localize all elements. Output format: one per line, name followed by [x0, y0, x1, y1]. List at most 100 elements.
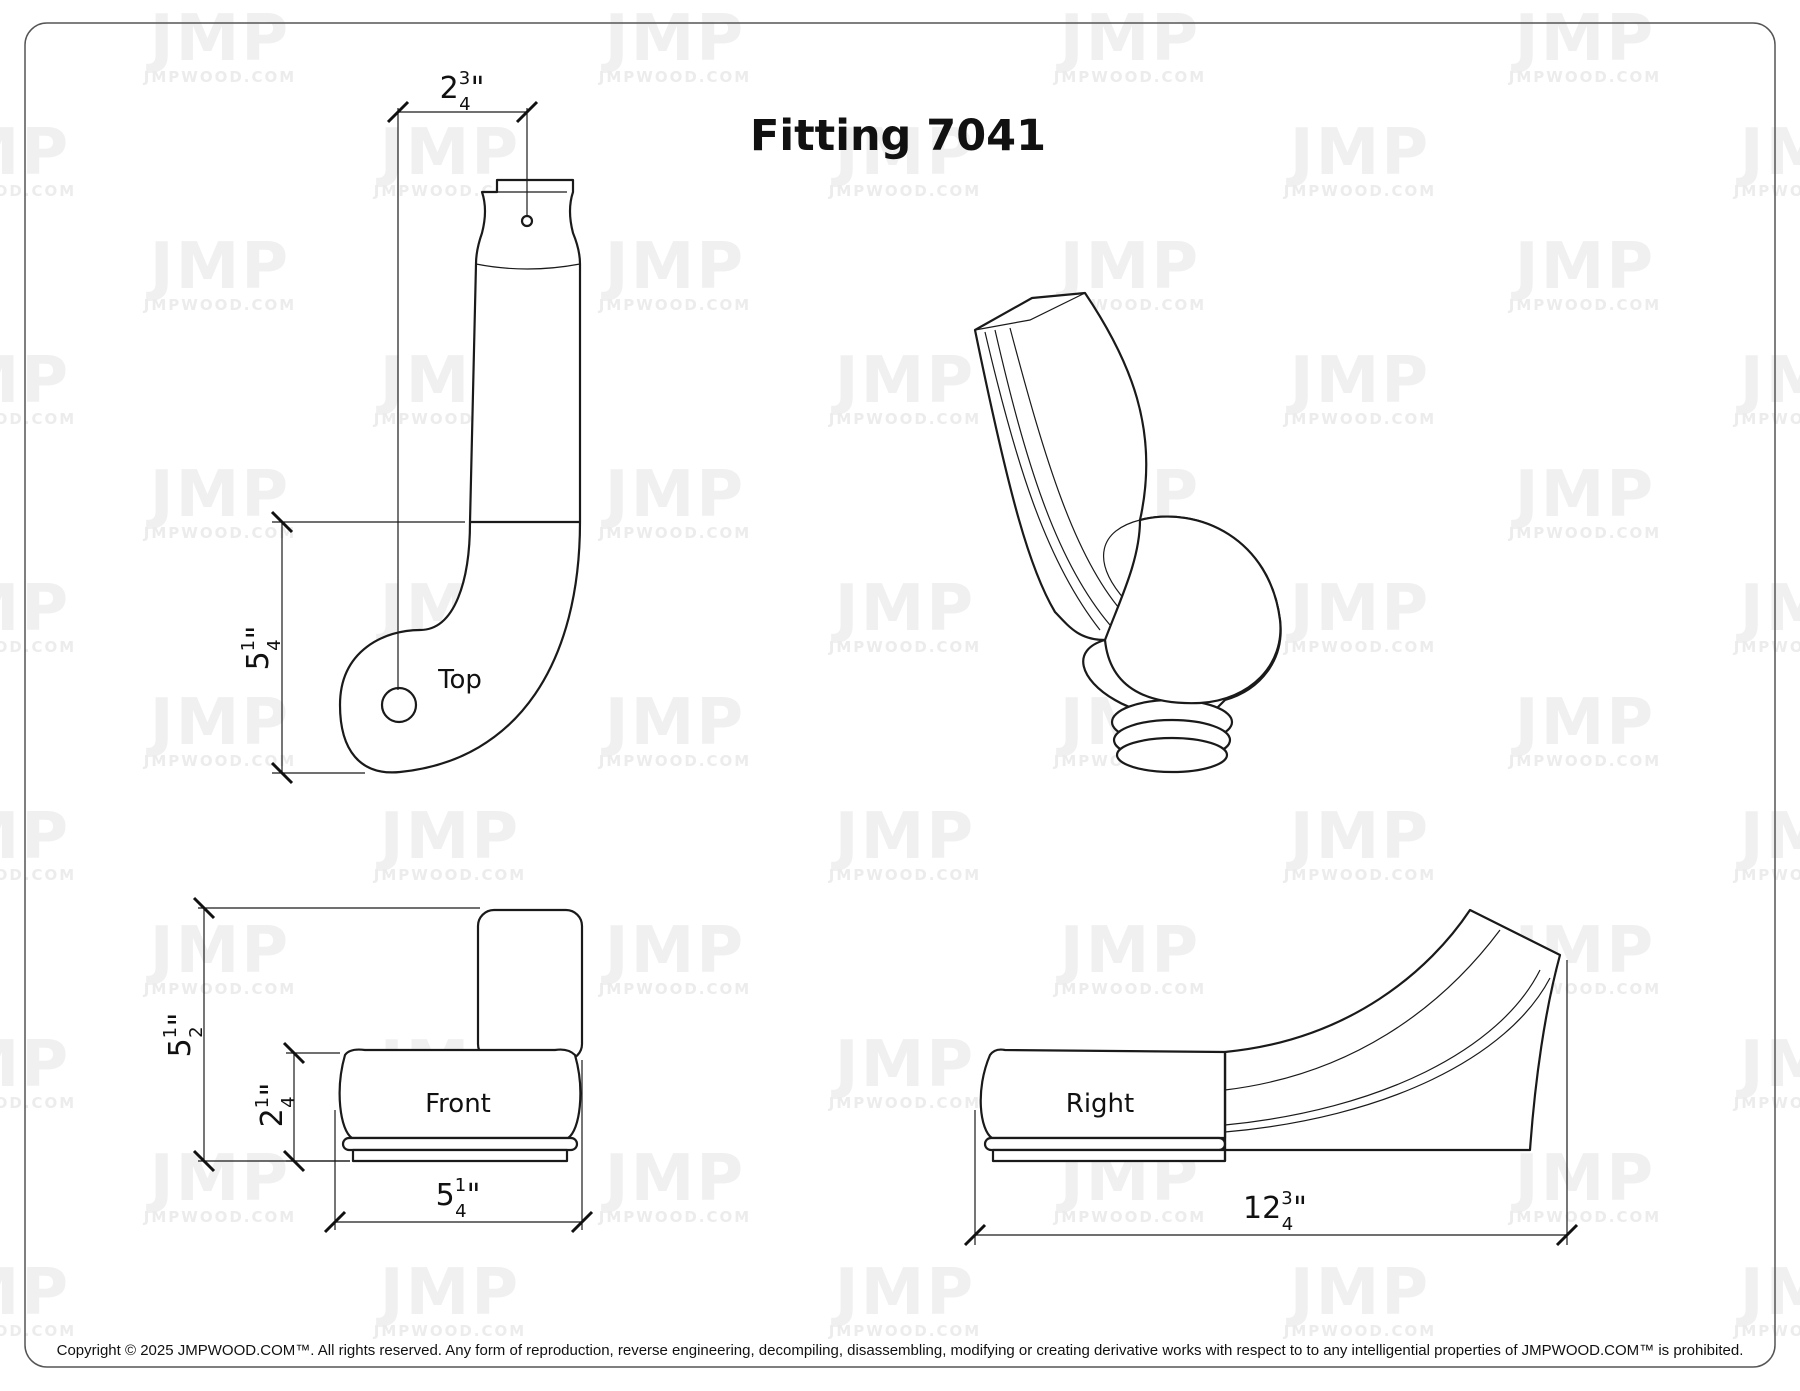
dim-denominator: 4 — [278, 1096, 299, 1107]
watermark-logo: JMP — [1286, 800, 1430, 874]
watermark-url: JMPWOOD.COM — [598, 980, 751, 998]
watermark-logo: JMP — [376, 1256, 520, 1330]
dim-whole: 2 — [440, 71, 459, 106]
iso-rail-groove — [994, 329, 1111, 626]
watermark-logo: JMP — [1056, 2, 1200, 76]
watermark-url: JMPWOOD.COM — [828, 638, 981, 656]
copyright-notice: Copyright © 2025 JMPWOOD.COM™. All right… — [57, 1342, 1744, 1359]
watermark-logo: JMP — [831, 800, 975, 874]
dim-unit: " — [241, 626, 276, 640]
watermark-url: JMPWOOD.COM — [1733, 182, 1800, 200]
watermark-logo: JMP — [1736, 1256, 1800, 1330]
watermark-logo: JMP — [1511, 230, 1655, 304]
watermark-logo: JMP — [601, 458, 745, 532]
watermark-url: JMPWOOD.COM — [143, 1208, 296, 1226]
top-view-label: Top — [437, 665, 482, 695]
watermark-logo: JMP — [1736, 1028, 1800, 1102]
watermark-logo: JMP — [831, 344, 975, 418]
watermark-logo: JMP — [1736, 572, 1800, 646]
watermark-url: JMPWOOD.COM — [1733, 1322, 1800, 1340]
right-view-base-molding — [983, 1136, 1227, 1152]
watermark-url: JMPWOOD.COM — [598, 752, 751, 770]
watermark-url: JMPWOOD.COM — [1283, 1322, 1436, 1340]
watermark-url: JMPWOOD.COM — [0, 638, 76, 656]
watermark-url: JMPWOOD.COM — [143, 296, 296, 314]
watermark-url: JMPWOOD.COM — [1733, 638, 1800, 656]
watermark-url: JMPWOOD.COM — [143, 980, 296, 998]
dimension-tick — [282, 1041, 306, 1065]
front-view-base — [351, 1148, 569, 1163]
watermark-url: JMPWOOD.COM — [1053, 980, 1206, 998]
front-view-label: Front — [425, 1089, 491, 1119]
dim-denominator: 2 — [186, 1026, 207, 1037]
dim-whole: 2 — [255, 1108, 290, 1127]
watermark-logo: JMP — [1286, 116, 1430, 190]
iso-volute-base-ring — [1115, 736, 1229, 774]
dim-whole: 12 — [1243, 1191, 1281, 1226]
dim-denominator: 4 — [1282, 1214, 1293, 1235]
watermark-url: JMPWOOD.COM — [1283, 638, 1436, 656]
watermark-url: JMPWOOD.COM — [1053, 1208, 1206, 1226]
watermark-url: JMPWOOD.COM — [143, 752, 296, 770]
watermark-url: JMPWOOD.COM — [0, 1322, 76, 1340]
watermark-url: JMPWOOD.COM — [1733, 410, 1800, 428]
right-view-rail — [1223, 908, 1562, 1152]
right-view-base — [991, 1148, 1227, 1163]
watermark-url: JMPWOOD.COM — [828, 1322, 981, 1340]
dim-whole: 5 — [163, 1038, 198, 1057]
watermark-url: JMPWOOD.COM — [1283, 866, 1436, 884]
dim-whole: 5 — [241, 651, 276, 670]
dim-whole: 5 — [436, 1178, 455, 1213]
watermark-url: JMPWOOD.COM — [1508, 752, 1661, 770]
watermark-logo: JMP — [831, 116, 975, 190]
top-view-bolt-hole — [380, 686, 418, 724]
dimension-tick — [323, 1210, 347, 1234]
watermark-url: JMPWOOD.COM — [598, 524, 751, 542]
front-view-rail-stub — [476, 908, 584, 1062]
watermark-logo: JMP — [0, 1028, 70, 1102]
watermark-logo: JMP — [601, 230, 745, 304]
watermark-logo: JMP — [376, 800, 520, 874]
dimension-tick — [192, 1149, 216, 1173]
watermark-logo: JMP — [1511, 458, 1655, 532]
watermark-url: JMPWOOD.COM — [1053, 68, 1206, 86]
watermark-url: JMPWOOD.COM — [373, 1322, 526, 1340]
watermark-url: JMPWOOD.COM — [0, 410, 76, 428]
watermark-logo: JMP — [831, 572, 975, 646]
iso-rail-groove — [984, 331, 1101, 631]
watermark-logo: JMP — [146, 230, 290, 304]
watermark-logo: JMP — [0, 344, 70, 418]
watermark-url: JMPWOOD.COM — [828, 1094, 981, 1112]
dimension-tick — [515, 100, 539, 124]
right-view-label: Right — [1066, 1089, 1134, 1119]
watermark-url: JMPWOOD.COM — [1508, 68, 1661, 86]
dimension-tick — [270, 761, 294, 785]
watermark-logo: JMP — [0, 116, 70, 190]
dim-unit: " — [255, 1083, 290, 1097]
watermark-url: JMPWOOD.COM — [828, 410, 981, 428]
watermark-logo: JMP — [1286, 572, 1430, 646]
dim-numerator: 1 — [455, 1175, 466, 1196]
watermark-url: JMPWOOD.COM — [1508, 524, 1661, 542]
watermark-logo: JMP — [146, 2, 290, 76]
dimension-tick — [270, 510, 294, 534]
watermark-logo: JMP — [831, 1256, 975, 1330]
watermark-logo: JMP — [1286, 1256, 1430, 1330]
watermark-logo: JMP — [1736, 344, 1800, 418]
watermark-url: JMPWOOD.COM — [1733, 866, 1800, 884]
right-view-rail-groove — [1224, 977, 1551, 1133]
watermark-url: JMPWOOD.COM — [0, 866, 76, 884]
watermark-url: JMPWOOD.COM — [1508, 296, 1661, 314]
watermark-logo: JMP — [146, 1142, 290, 1216]
watermark-url: JMPWOOD.COM — [828, 182, 981, 200]
dim-denominator: 4 — [459, 94, 470, 115]
watermark-logo: JMP — [831, 1028, 975, 1102]
dim-numerator: 1 — [238, 640, 259, 651]
